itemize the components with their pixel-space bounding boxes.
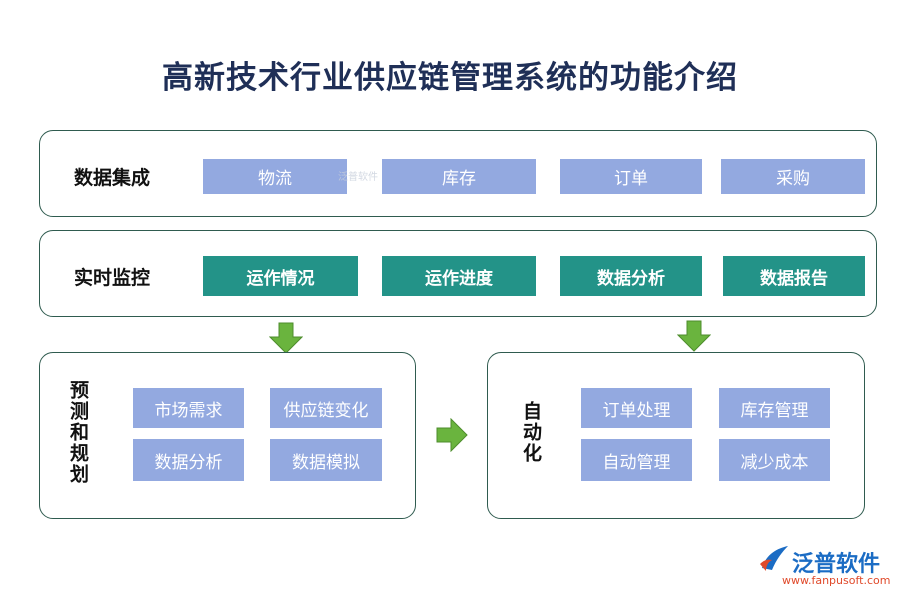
monitoring-item-operations: 运作情况 bbox=[203, 256, 358, 296]
logo-icon bbox=[760, 546, 788, 571]
page-title: 高新技术行业供应链管理系统的功能介绍 bbox=[162, 60, 738, 96]
forecast-planning-label: 预测和规划 bbox=[67, 380, 89, 485]
monitoring-item-analysis: 数据分析 bbox=[560, 256, 702, 296]
monitoring-item-report: 数据报告 bbox=[723, 256, 865, 296]
logo-name: 泛普软件 bbox=[792, 552, 881, 577]
automation-item-auto-management: 自动管理 bbox=[581, 439, 692, 481]
company-logo: 泛普软件 www.fanpusoft.com bbox=[758, 544, 891, 590]
logo-url: www.fanpusoft.com bbox=[782, 574, 891, 587]
integration-item-inventory: 库存 bbox=[382, 159, 536, 194]
watermark-text: 泛普软件 bbox=[338, 172, 378, 183]
integration-item-orders: 订单 bbox=[560, 159, 702, 194]
automation-panel bbox=[487, 352, 865, 519]
data-integration-label: 数据集成 bbox=[74, 167, 151, 189]
automation-item-cost-reduction: 减少成本 bbox=[719, 439, 830, 481]
monitoring-item-progress: 运作进度 bbox=[382, 256, 536, 296]
down-arrow-icon-left bbox=[269, 322, 303, 354]
integration-item-purchasing: 采购 bbox=[721, 159, 865, 194]
planning-item-market-demand: 市场需求 bbox=[133, 388, 244, 428]
down-arrow-icon-right bbox=[677, 320, 711, 352]
right-arrow-icon bbox=[436, 418, 468, 452]
integration-item-logistics: 物流 bbox=[203, 159, 347, 194]
automation-item-order-processing: 订单处理 bbox=[581, 388, 692, 428]
planning-item-data-simulation: 数据模拟 bbox=[270, 439, 382, 481]
planning-item-supply-chain-change: 供应链变化 bbox=[270, 388, 382, 428]
realtime-monitoring-label: 实时监控 bbox=[74, 267, 151, 289]
forecast-planning-panel bbox=[39, 352, 416, 519]
automation-item-inventory-management: 库存管理 bbox=[719, 388, 830, 428]
planning-item-data-analysis: 数据分析 bbox=[133, 439, 244, 481]
automation-label: 自动化 bbox=[520, 401, 542, 464]
